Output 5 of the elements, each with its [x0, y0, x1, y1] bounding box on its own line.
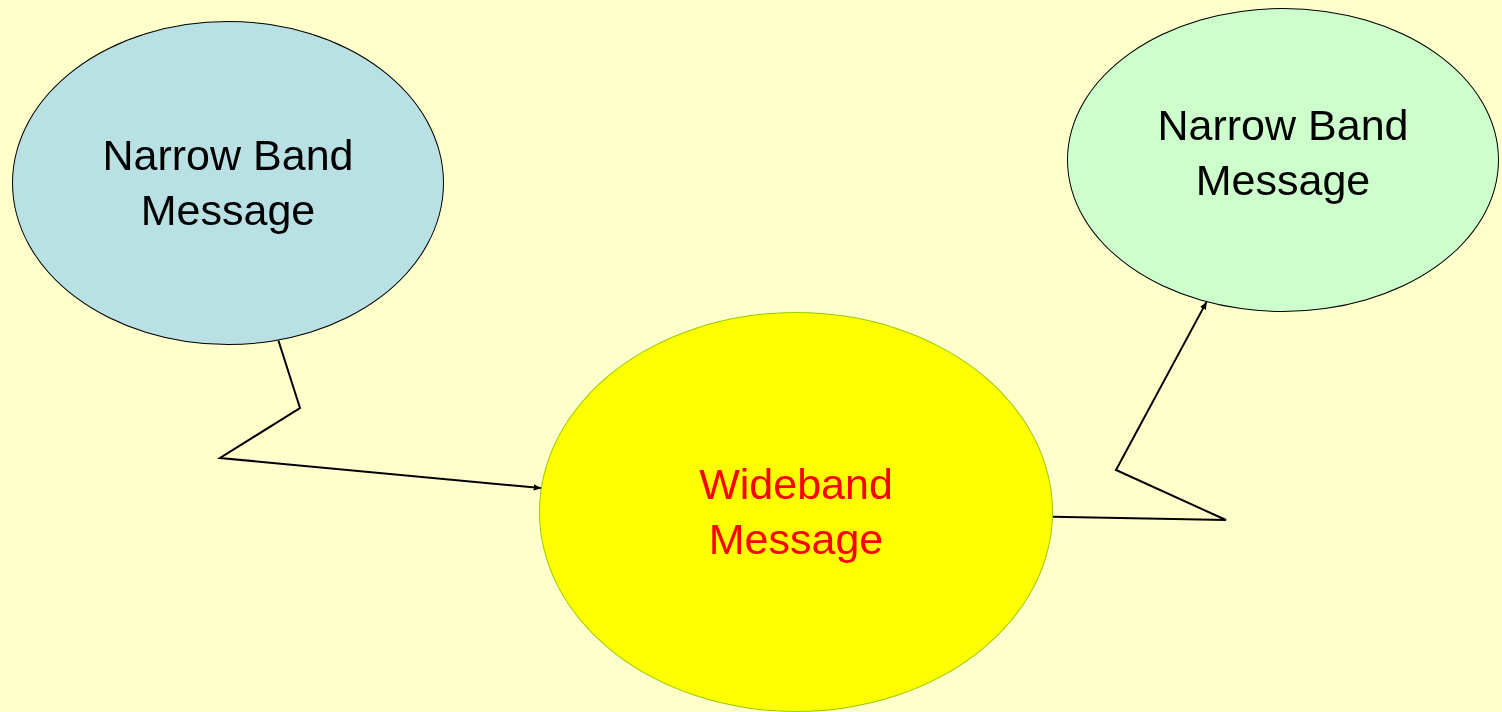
node-label: Narrow Band Message	[101, 130, 355, 236]
node-label: Wideband Message	[698, 459, 894, 565]
node-label: Narrow Band Message	[1156, 100, 1410, 206]
zigzag-arrow	[1051, 301, 1227, 521]
zigzag-arrow	[216, 339, 542, 491]
